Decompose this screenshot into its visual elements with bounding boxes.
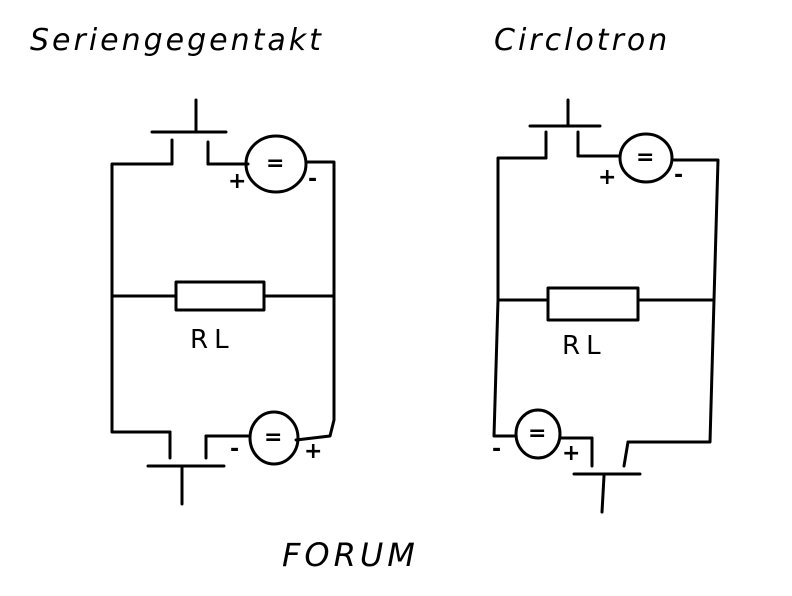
footer-forum-label: FORUM (282, 536, 419, 574)
left-top-transistor (150, 98, 228, 166)
left-top-source-minus: - (308, 167, 317, 192)
left-load-resistor (174, 280, 266, 312)
right-top-transistor (528, 98, 602, 160)
right-top-source-minus: - (674, 163, 683, 188)
left-bottom-source-minus: - (230, 437, 239, 462)
left-bottom-transistor (146, 430, 226, 506)
right-circuit-title: Circlotron (494, 23, 670, 58)
right-top-source-symbol: = (636, 145, 654, 170)
left-top-wire (110, 162, 174, 298)
right-load-resistor (546, 286, 640, 322)
right-top-source: = + - (598, 132, 683, 190)
right-circuit: Circlotron = + - RL = - (492, 23, 720, 514)
right-left-wire-lower (492, 298, 516, 438)
left-bottom-source-symbol: = (264, 425, 282, 450)
right-right-wire-upper (672, 158, 720, 302)
right-right-wire-lower (626, 298, 716, 444)
right-top-source-plus: + (598, 165, 616, 190)
right-bottom-transistor (572, 436, 642, 514)
right-bottom-source-symbol: = (528, 421, 546, 446)
left-right-wire-upper (304, 160, 336, 298)
right-bottom-source: = - + (492, 408, 580, 466)
left-circuit-title: Seriengegentakt (30, 23, 324, 58)
left-top-source-symbol: = (266, 151, 284, 176)
left-circuit: Seriengegentakt = + - RL (30, 23, 336, 506)
left-top-source-plus: + (228, 169, 246, 194)
left-top-source: = + - (228, 134, 317, 194)
left-load-label: RL (190, 325, 235, 355)
right-load-label: RL (562, 331, 607, 361)
left-right-wire-lower (294, 294, 336, 442)
left-bottom-source-plus: + (304, 439, 322, 464)
left-bottom-source: = - + (230, 410, 322, 466)
right-bottom-source-plus: + (562, 441, 580, 466)
right-top-wire (496, 156, 548, 302)
left-left-wire-lower (110, 294, 172, 434)
right-bottom-source-minus: - (492, 437, 501, 462)
